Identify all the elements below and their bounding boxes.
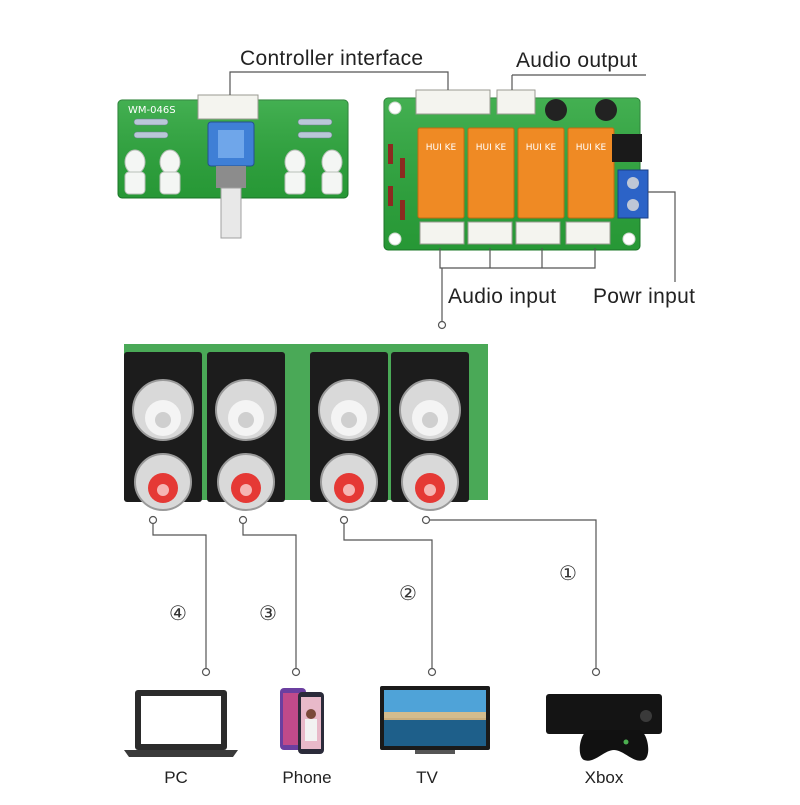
relay-text-3: HUI KE [526,143,557,153]
callout-dots [148,320,601,677]
phone-connection-line [242,520,297,669]
device-label-xbox: Xbox [584,768,624,787]
channel-number-phone: ③ [259,601,277,625]
device-label-phone: Phone [282,768,332,787]
phone-icon [280,688,324,754]
controller-board: WM-046S [117,94,349,239]
relay-board: HUI KE HUI KE HUI KE HUI KE [383,89,649,251]
relay-text-1: HUI KE [426,143,457,153]
callout-lines [152,71,676,669]
rca-red-jacks [134,453,459,511]
rca-jack-block [124,344,488,511]
power-input-line [648,191,676,282]
laptop-icon [124,690,238,757]
tv-icon [380,686,490,754]
audio-input-label: Audio input [448,285,557,308]
power-input-label: Powr input [593,285,696,308]
controller-interface-line [229,71,449,95]
relay-text-4: HUI KE [576,143,607,153]
rca-white-jacks [132,379,461,441]
device-label-pc: PC [164,768,188,787]
pc-connection-line [152,520,207,669]
relay-text-2: HUI KE [476,143,507,153]
tv-connection-line [343,520,433,669]
channel-number-xbox: ① [559,561,577,585]
controller-silk-text: WM-046S [128,105,176,116]
audio-input-bracket [439,248,596,269]
xbox-connection-line [426,519,597,669]
channel-number-tv: ② [399,581,417,605]
device-label-tv: TV [416,768,438,787]
controller-interface-label: Controller interface [240,47,424,70]
channel-number-pc: ④ [169,601,187,625]
xbox-console-icon [546,694,662,761]
audio-output-label: Audio output [516,49,638,72]
